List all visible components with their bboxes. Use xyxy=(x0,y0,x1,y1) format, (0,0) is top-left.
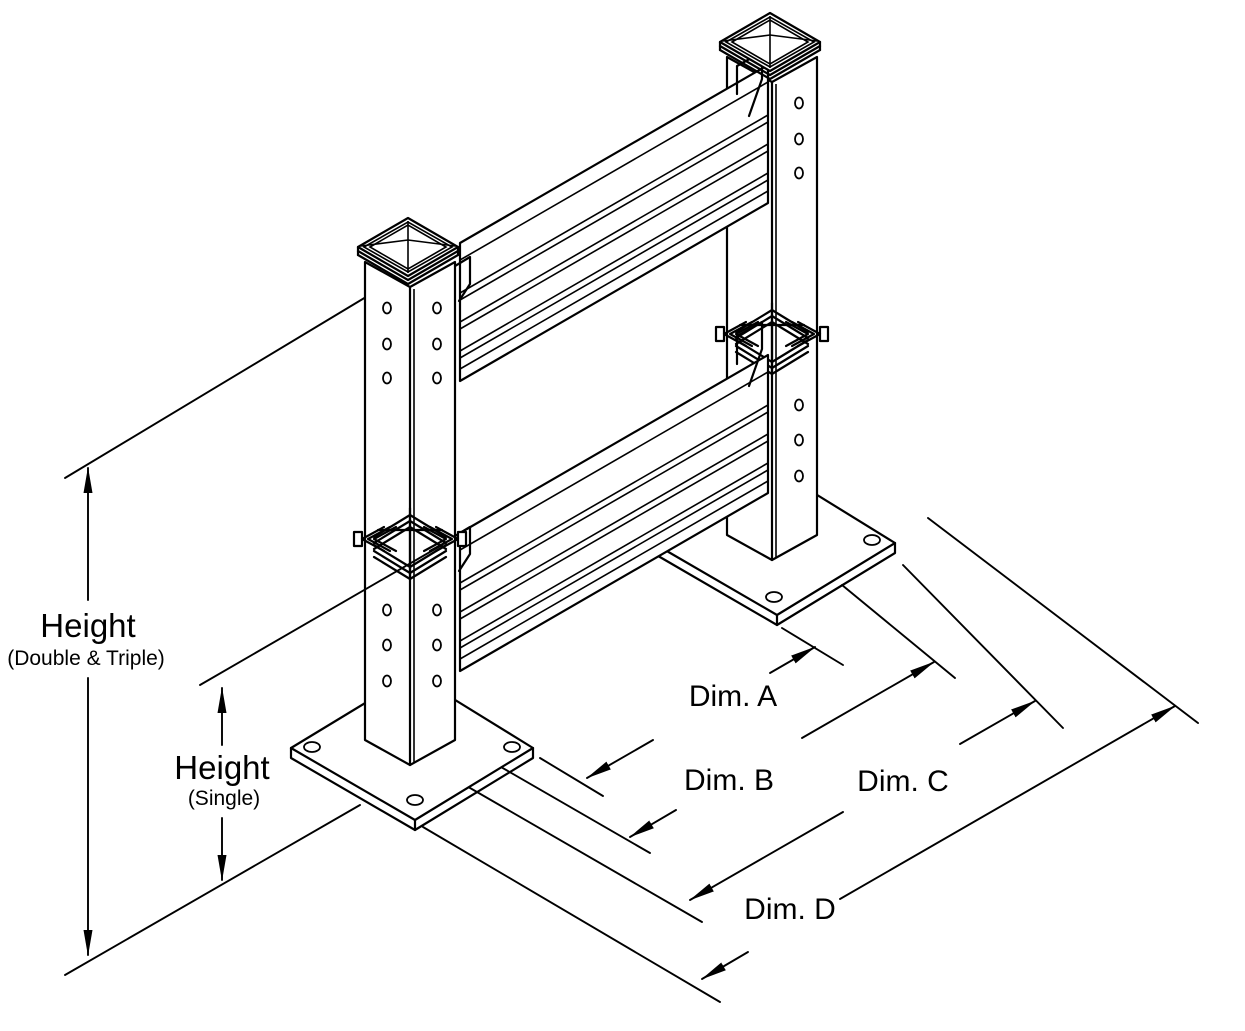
dim-c-arrow-left xyxy=(689,811,844,901)
dim-height-double-triple xyxy=(64,296,367,956)
lower-guardrail xyxy=(458,320,770,673)
dim-d-arrow-left xyxy=(701,951,749,980)
rail-bolt-hole xyxy=(382,301,392,315)
upper-guardrail xyxy=(458,50,770,383)
anchor-bolt-hole xyxy=(503,741,521,753)
rail-bolt-hole xyxy=(432,337,442,351)
anchor-bolt-hole xyxy=(863,534,881,546)
label-dim-c: Dim. C xyxy=(857,765,949,798)
rail-bolt-hole xyxy=(382,674,392,688)
upper-rail-left-bracket xyxy=(453,255,472,303)
rail-bolt-hole xyxy=(432,301,442,315)
extension-line-single-post-top xyxy=(199,544,443,686)
rail-bolt-hole xyxy=(432,638,442,652)
dim-d-lines xyxy=(422,517,1199,1003)
dim-a-extension-left xyxy=(539,757,604,797)
dim-height-single xyxy=(64,687,361,976)
rail-bolt-hole xyxy=(432,603,442,617)
dim-c-extension-right xyxy=(902,564,1064,729)
label-dim-b: Dim. B xyxy=(684,764,774,797)
dim-b-extension-right xyxy=(841,584,956,679)
anchor-bolt-hole xyxy=(303,741,321,753)
rail-bolt-hole xyxy=(794,469,804,483)
labels-layer: Height (Double & Triple) Height (Single)… xyxy=(7,607,949,926)
dim-d-extension-right xyxy=(927,517,1199,724)
dim-a-arrow-left xyxy=(586,739,654,779)
dimension-lines-layer xyxy=(64,296,1199,1003)
label-dim-d: Dim. D xyxy=(744,893,836,926)
rail-bolt-hole xyxy=(794,166,804,180)
dim-d-extension-left xyxy=(422,826,721,1003)
rail-bolt-hole xyxy=(794,398,804,412)
dim-a-arrow-right xyxy=(769,646,816,674)
dim-c-extension-left xyxy=(431,765,703,923)
left-post xyxy=(363,255,472,767)
dim-a-lines xyxy=(539,627,844,797)
right-post-cap xyxy=(718,11,822,81)
label-height-double-triple-sub: (Double & Triple) xyxy=(7,647,165,670)
label-dim-a: Dim. A xyxy=(689,680,777,713)
label-height-double-triple: Height xyxy=(40,607,135,644)
anchor-bolt-hole xyxy=(406,794,424,806)
anchor-bolt-hole xyxy=(765,591,783,603)
rail-bolt-hole xyxy=(432,674,442,688)
rail-bolt-hole xyxy=(382,603,392,617)
dim-d-arrow-right xyxy=(839,705,1176,900)
extension-line-top-of-post xyxy=(64,296,367,479)
lower-rail-right-bracket xyxy=(735,320,764,388)
rail-bolt-hole xyxy=(794,96,804,110)
rail-bolt-hole xyxy=(382,337,392,351)
dim-c-arrow-right xyxy=(959,700,1036,745)
rail-bolt-hole xyxy=(432,371,442,385)
label-height-single-sub: (Single) xyxy=(188,787,260,810)
left-post-cap xyxy=(356,216,460,286)
rail-bolt-hole xyxy=(794,433,804,447)
extension-line-ground xyxy=(64,804,361,976)
dim-a-extension-right xyxy=(781,627,844,666)
left-post-splice-joint xyxy=(352,506,468,581)
rail-bolt-hole xyxy=(382,371,392,385)
label-height-single: Height xyxy=(174,749,269,786)
rail-bolt-hole xyxy=(382,638,392,652)
rail-bolt-hole xyxy=(794,132,804,146)
right-post-splice-joint xyxy=(714,301,830,376)
dim-b-arrow-right xyxy=(801,661,935,739)
dim-b-arrow-left xyxy=(629,809,677,838)
